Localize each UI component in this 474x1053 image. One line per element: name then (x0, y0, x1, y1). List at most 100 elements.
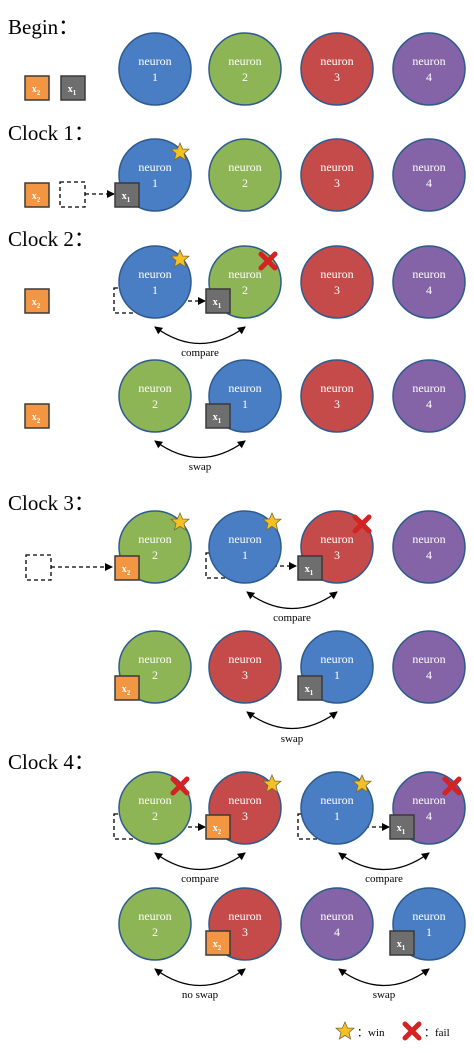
x1-box-rect (389, 814, 415, 840)
neuron-number: 3 (242, 925, 248, 939)
x1-box-label: x1 (305, 564, 314, 577)
label-clock-3: Clock 3： (8, 491, 95, 515)
x2-input-box: x2 (24, 75, 50, 101)
x2-input-box: x2 (114, 675, 140, 701)
neuron-word: neuron (228, 54, 261, 68)
x1-box-rect (60, 75, 86, 101)
neuron-word: neuron (228, 793, 261, 807)
neuron-number: 2 (152, 925, 158, 939)
x2-box-label: x2 (32, 412, 41, 425)
neuron-word: neuron (412, 793, 445, 807)
neuron-circle (118, 32, 192, 106)
annotation-compare: compare (181, 347, 219, 359)
x1-input-box: x1 (297, 675, 323, 701)
neuron-number: 1 (334, 809, 340, 823)
x1-input-box: x1 (60, 75, 86, 101)
x1-box-subscript: 1 (218, 302, 222, 310)
neuron-circle (300, 138, 374, 212)
annotation-compare: compare (365, 873, 403, 885)
neuron-number: 2 (152, 397, 158, 411)
neuron-number: 4 (334, 925, 340, 939)
neuron-number: 4 (426, 70, 432, 84)
x1-input-box: x1 (114, 182, 140, 208)
neuron-circle (392, 245, 466, 319)
x1-box-label: x1 (397, 939, 406, 952)
neuron-word: neuron (228, 267, 261, 281)
neuron-word: neuron (412, 54, 445, 68)
neuron-number: 3 (334, 283, 340, 297)
neuron-number: 4 (426, 397, 432, 411)
x2-box-label: x2 (32, 84, 41, 97)
x2-input-box: x2 (114, 555, 140, 581)
neuron-word: neuron (320, 793, 353, 807)
x2-box-subscript: 2 (37, 196, 41, 204)
neuron-number: 3 (334, 548, 340, 562)
neuron-word: neuron (412, 652, 445, 666)
legend-cross-icon (405, 1024, 419, 1038)
x2-box-label: x2 (213, 823, 222, 836)
x2-box-rect (24, 182, 50, 208)
neuron-circle (300, 359, 374, 433)
neuron-number: 1 (334, 668, 340, 682)
x2-box-subscript: 2 (127, 569, 131, 577)
x2-input-box: x2 (205, 930, 231, 956)
legend-star-icon (335, 1021, 355, 1040)
neuron-word: neuron (138, 54, 171, 68)
x1-box-subscript: 1 (402, 944, 406, 952)
neuron-word: neuron (320, 532, 353, 546)
legend-fail-label: ：fail (424, 1027, 450, 1039)
neuron-layer: neuron1neuron2neuron3neuron4neuron1neuro… (24, 32, 466, 961)
neuron-word: neuron (320, 652, 353, 666)
annotation-no-swap: no swap (182, 989, 219, 1001)
curved-arrow (154, 852, 246, 871)
neuron-number: 2 (152, 668, 158, 682)
neuron-word: neuron (228, 909, 261, 923)
x2-box-subscript: 2 (37, 302, 41, 310)
neuron-word: neuron (412, 381, 445, 395)
x1-input-box: x1 (297, 555, 323, 581)
neuron-number: 4 (426, 668, 432, 682)
x2-box-rect (24, 403, 50, 429)
annotation-swap: swap (281, 733, 304, 745)
neuron-word: neuron (320, 909, 353, 923)
neuron-circle (392, 510, 466, 584)
x2-input-box: x2 (24, 403, 50, 429)
x1-box-subscript: 1 (218, 417, 222, 425)
x2-box-subscript: 2 (127, 689, 131, 697)
x1-box-rect (205, 288, 231, 314)
x1-box-subscript: 1 (310, 569, 314, 577)
neuron-word: neuron (138, 652, 171, 666)
neuron-number: 4 (426, 176, 432, 190)
x1-box-rect (114, 182, 140, 208)
neuron-circle (208, 32, 282, 106)
curved-arrow (246, 711, 338, 730)
x2-box-label: x2 (122, 684, 131, 697)
neuron-number: 2 (152, 548, 158, 562)
x1-box-subscript: 1 (73, 89, 77, 97)
label-clock-4: Clock 4： (8, 750, 95, 774)
curved-arrow (246, 591, 338, 610)
neuron-number: 1 (426, 925, 432, 939)
neuron-number: 1 (152, 70, 158, 84)
neuron-number: 4 (426, 809, 432, 823)
neuron-word: neuron (320, 160, 353, 174)
neuron-4: neuron 4 (300, 887, 374, 961)
x2-box-rect (114, 675, 140, 701)
x1-input-box: x1 (205, 288, 231, 314)
neuron-number: 2 (242, 176, 248, 190)
neuron-circle (392, 630, 466, 704)
label-begin: Begin： (8, 15, 79, 39)
label-clock-1: Clock 1： (8, 121, 95, 145)
neuron-number: 4 (426, 548, 432, 562)
x1-box-label: x1 (68, 84, 77, 97)
x1-box-rect (297, 555, 323, 581)
